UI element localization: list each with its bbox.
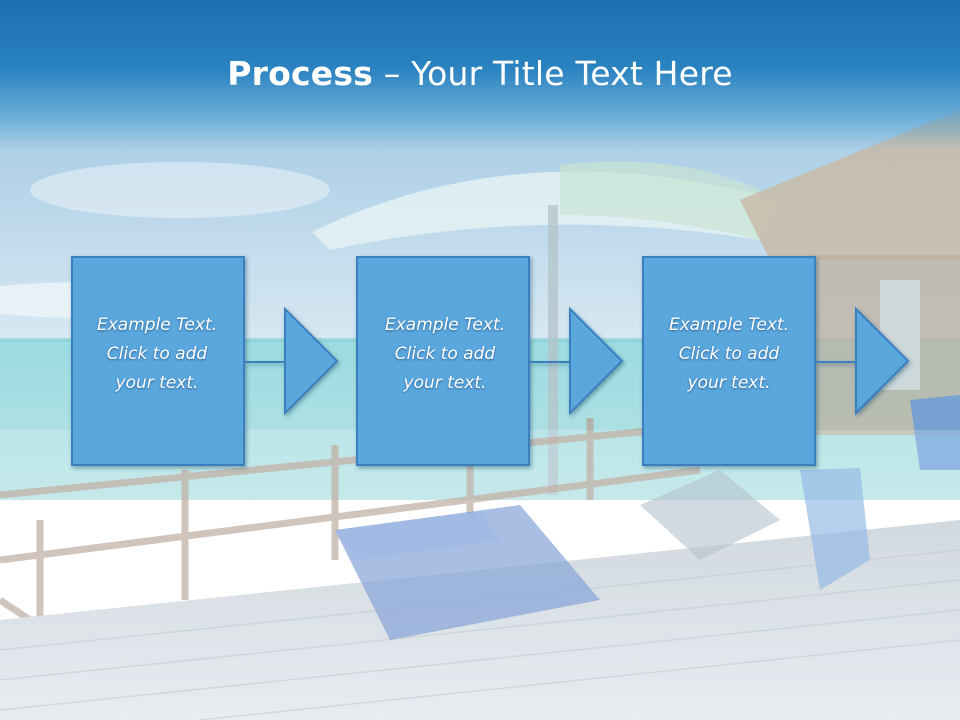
- process-step-3-text[interactable]: Example Text. Click to add your text.: [643, 311, 815, 398]
- process-step-3-shape[interactable]: [642, 256, 910, 466]
- step-3-line-1: Example Text.: [668, 315, 790, 335]
- slide-title[interactable]: Process – Your Title Text Here: [0, 48, 960, 100]
- step-1-line-2: Click to add: [106, 344, 208, 364]
- title-header-band: [0, 0, 960, 150]
- title-bold-part: Process: [227, 54, 374, 93]
- step-1-line-1: Example Text.: [96, 315, 218, 335]
- step-3-line-2: Click to add: [678, 344, 780, 364]
- process-step-1-shape[interactable]: [71, 256, 339, 466]
- step-1-line-3: your text.: [115, 373, 199, 393]
- process-step-2-text[interactable]: Example Text. Click to add your text.: [359, 311, 531, 398]
- step-2-line-3: your text.: [403, 373, 487, 393]
- step-2-line-1: Example Text.: [384, 315, 506, 335]
- step-3-line-3: your text.: [687, 373, 771, 393]
- title-rest-part: – Your Title Text Here: [373, 54, 733, 93]
- process-step-2-shape[interactable]: [356, 256, 624, 466]
- process-step-1-text[interactable]: Example Text. Click to add your text.: [71, 311, 243, 398]
- step-2-line-2: Click to add: [394, 344, 496, 364]
